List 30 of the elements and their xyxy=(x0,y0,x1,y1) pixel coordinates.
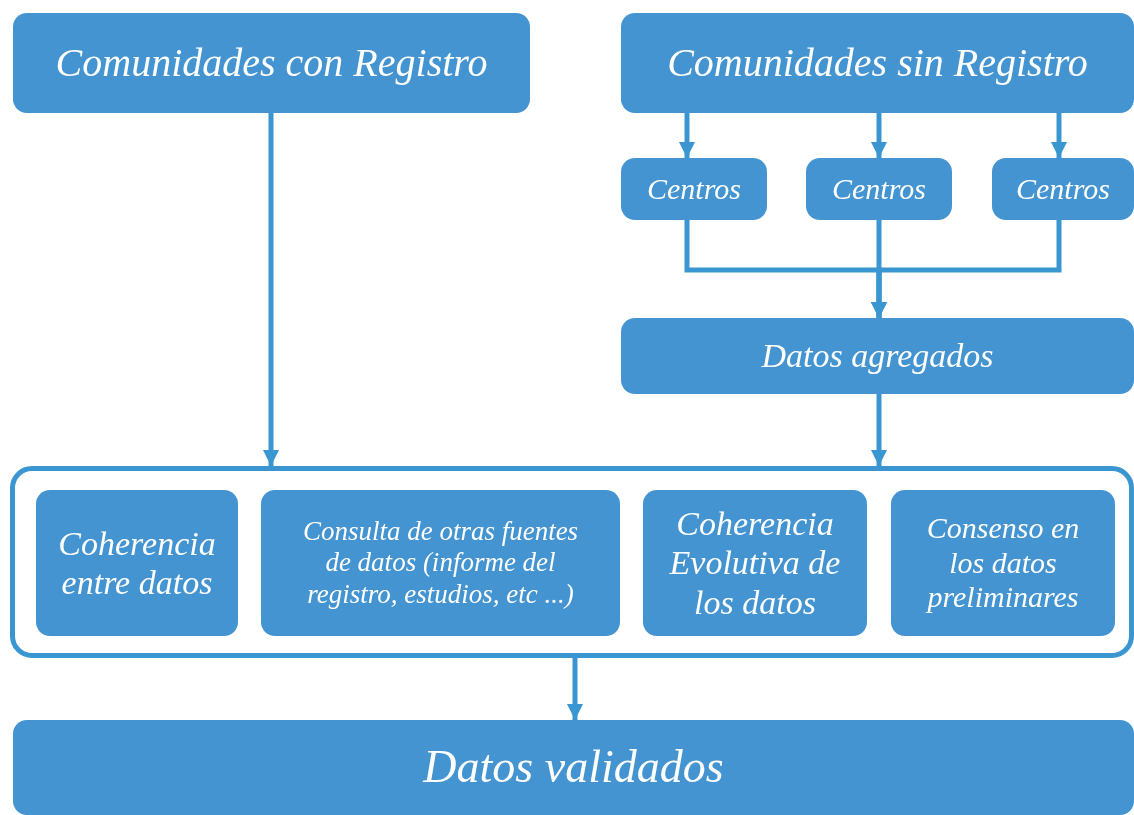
box-label: Datos validados xyxy=(423,741,724,794)
group-frame xyxy=(10,466,1134,658)
box-label: Consulta de otras fuentes de datos (informe del registro, estudios, etc ...) xyxy=(301,516,580,610)
process-box xyxy=(992,158,1134,220)
process-box xyxy=(621,318,1134,394)
process-box xyxy=(621,158,767,220)
process-box xyxy=(261,490,620,636)
arrow xyxy=(567,658,583,720)
process-box xyxy=(13,13,530,113)
process-box xyxy=(643,490,867,636)
box-label: Centros xyxy=(832,171,926,207)
process-box xyxy=(806,158,952,220)
process-box xyxy=(13,720,1134,815)
arrow xyxy=(871,394,887,466)
box-label: Centros xyxy=(647,171,741,207)
process-box xyxy=(36,490,238,636)
box-label: Comunidades sin Registro xyxy=(667,40,1088,86)
box-label: Coherencia Evolutiva de los datos xyxy=(668,504,842,622)
process-box xyxy=(621,13,1134,113)
box-label: Coherencia entre datos xyxy=(57,523,217,603)
arrow xyxy=(679,113,695,158)
arrow xyxy=(1051,113,1067,158)
arrow xyxy=(871,220,1062,318)
box-label: Consenso en los datos preliminares xyxy=(925,511,1081,615)
box-label: Datos agregados xyxy=(761,336,994,376)
box-label: Comunidades con Registro xyxy=(55,40,488,86)
arrow xyxy=(871,113,887,158)
arrow xyxy=(263,113,279,466)
process-box xyxy=(891,490,1115,636)
box-label: Centros xyxy=(1016,171,1110,207)
